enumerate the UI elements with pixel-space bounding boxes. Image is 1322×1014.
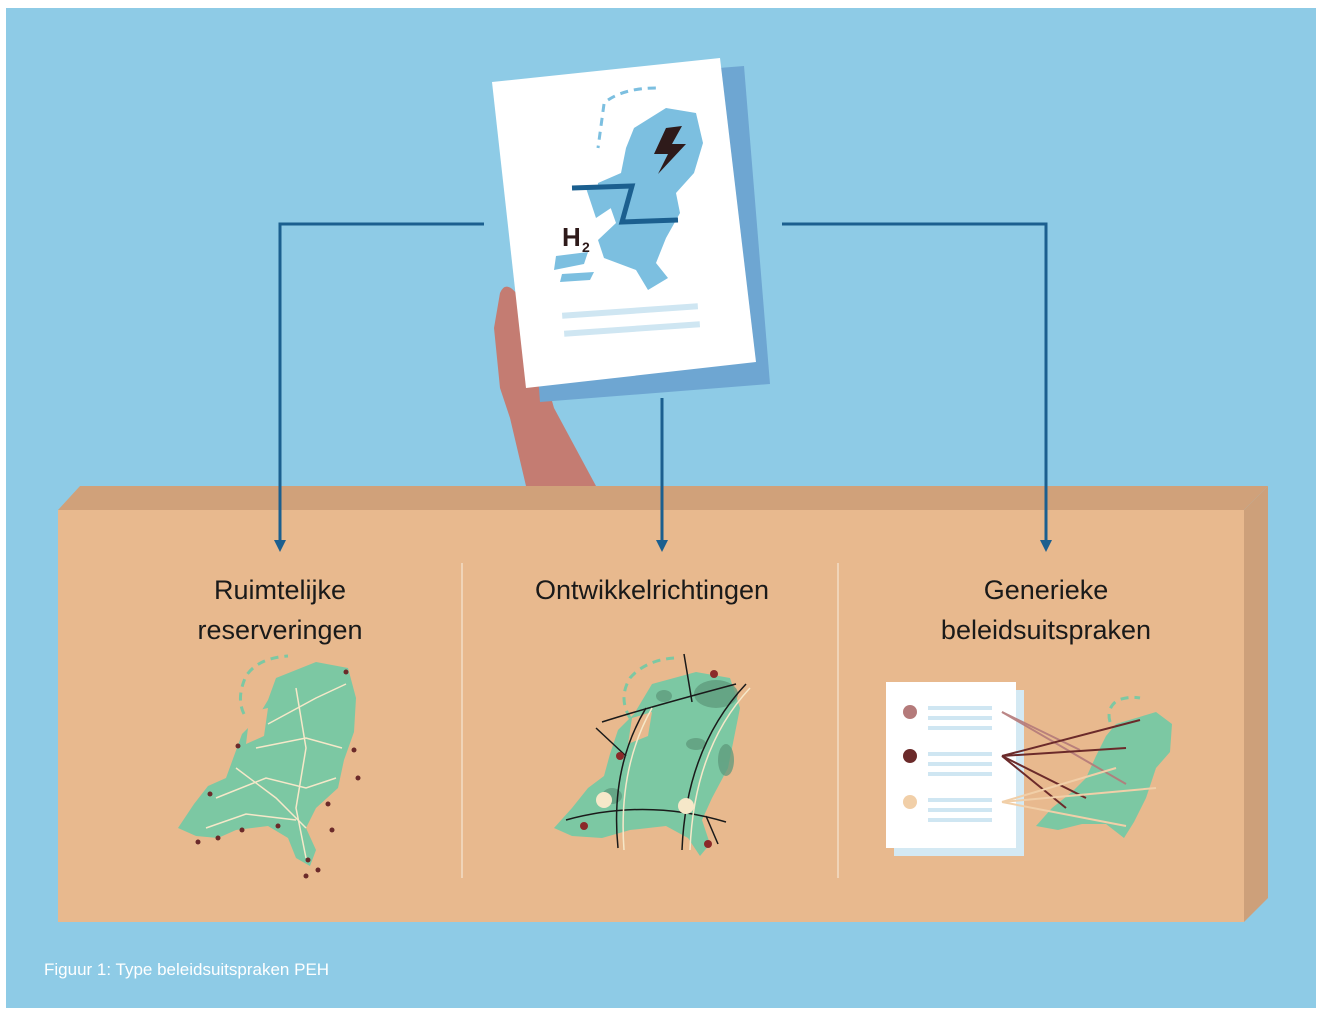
map-spatial-reservations (178, 654, 361, 879)
document-logo-subscript: 2 (582, 239, 590, 255)
map-development-directions (554, 653, 751, 856)
column-title-line1: Generieke (983, 575, 1109, 605)
figure-panel: H 2 (6, 8, 1316, 1008)
check-icon (903, 749, 917, 763)
document-map: H 2 (554, 86, 703, 290)
check-icon (903, 795, 917, 809)
figure-illustration: H 2 (58, 58, 1268, 922)
lightning-icon (654, 126, 686, 174)
document: H 2 (492, 58, 770, 402)
generic-statements-illustration (886, 682, 1172, 856)
column-title-line1: Ontwikkelrichtingen (534, 575, 770, 605)
column-title-development: Ontwikkelrichtingen (472, 570, 832, 610)
column-title-line2: beleidsuitspraken (940, 615, 1152, 645)
column-title-generic: Generieke beleidsuitspraken (866, 570, 1226, 650)
energy-hub-icon (596, 792, 612, 808)
connector-arrows (278, 222, 1048, 542)
figure-caption: Figuur 1: Type beleidsuitspraken PEH (44, 960, 330, 979)
column-title-spatial: Ruimtelijke reserveringen (110, 570, 450, 650)
check-icon (903, 705, 917, 719)
document-logo-text: H (562, 222, 581, 252)
arrowheads (274, 540, 1052, 552)
energy-hub-icon (678, 798, 694, 814)
column-title-line1: Ruimtelijke (213, 575, 347, 605)
column-title-line2: reserveringen (197, 615, 363, 645)
